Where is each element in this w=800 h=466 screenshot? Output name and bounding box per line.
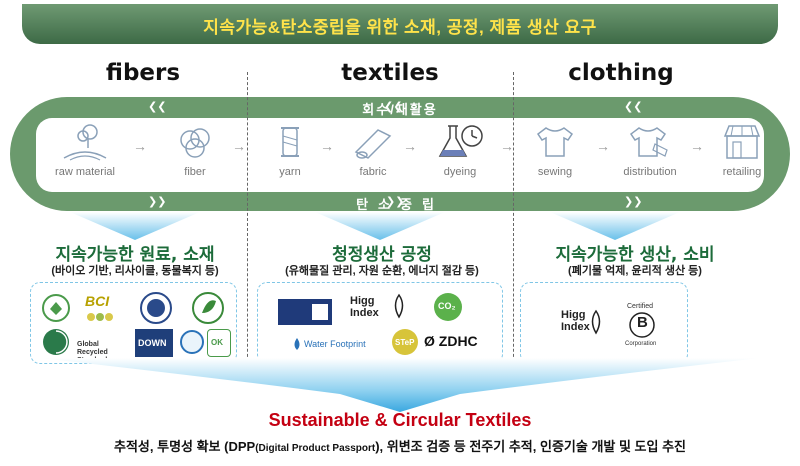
section-subtitle-materials: (바이오 기반, 리사이클, 동물복지 등) (51, 265, 219, 277)
column-separator (513, 72, 514, 382)
loop-bottom-label: 탄소중립 (356, 197, 444, 212)
bcorp-seal-icon (629, 312, 655, 338)
step-logo: STeP (395, 338, 415, 347)
column-heading-clothing: clothing (568, 60, 674, 86)
yarn-spool-icon (281, 127, 299, 157)
funnel-arrow-icon (550, 212, 680, 240)
leaf-seal-icon (192, 292, 224, 324)
step-label: fiber (184, 166, 206, 178)
water-footprint-logo: Water Footprint (304, 339, 366, 349)
higg-logo: Higg Index (561, 309, 590, 333)
bcorp-corporation-label: Corporation (625, 341, 657, 347)
step-yarn: yarn (245, 122, 335, 178)
section-subtitle-production: (폐기물 억제, 윤리적 생산 등) (568, 265, 702, 277)
logo-box-production: Higg Index Certified B Corporation (520, 282, 688, 364)
step-label: yarn (279, 166, 301, 178)
footer-title: Sustainable & Circular Textiles (268, 410, 532, 430)
cotton-icon (180, 128, 210, 158)
down-logo: DOWN (138, 338, 167, 348)
step-retailing: retailing (697, 122, 787, 178)
globe-seal-icon (43, 329, 69, 355)
funnel-arrow-icon (70, 212, 200, 240)
step-label: raw material (55, 166, 115, 178)
co2-badge-icon (434, 293, 462, 321)
header-banner: 지속가능&탄소중립을 위한 소재, 공정, 제품 생산 요구 (22, 4, 778, 44)
column-heading-textiles: textiles (341, 60, 439, 86)
flask-clock-icon (438, 125, 483, 157)
step-seal-icon (392, 329, 418, 355)
column-heading-fibers: fibers (105, 60, 181, 86)
convergence-arrow-icon (40, 358, 760, 412)
bcorp-certified-label: Certified (627, 303, 654, 310)
chevron-right-icon: ❯❯ (148, 196, 167, 208)
step-label: distribution (623, 166, 677, 178)
store-icon (723, 125, 761, 159)
footer-subtitle: 추적성, 투명성 확보 (DPP(Digital Product Passpor… (0, 436, 800, 455)
chevron-left-icon: ❮❮ (624, 101, 643, 113)
step-label: retailing (722, 166, 762, 178)
zdhc-logo-text: ZDHC (438, 333, 478, 349)
chevron-left-icon: ❮❮ (384, 101, 403, 113)
arrow-right-icon: → (690, 138, 704, 154)
footer-subtitle-part: 추적성, 투명성 확보 (DPP (114, 439, 256, 454)
section-title-process: 청정생산 공정 (332, 245, 432, 265)
step-fiber: fiber (150, 122, 240, 178)
rws-seal-icon (140, 292, 172, 324)
step-label: sewing (537, 166, 573, 178)
bci-logo: BCI (85, 293, 110, 309)
water-drop-icon (294, 338, 300, 350)
leaf-icon (394, 293, 404, 319)
arrow-right-icon: → (133, 138, 147, 154)
tagged-shirt-icon (629, 127, 668, 157)
footer-subtitle-small: (Digital Product Passport (255, 443, 376, 454)
step-raw-material: raw material (40, 122, 130, 178)
step-fabric: fabric (328, 122, 418, 178)
zdhc-logo: Ø ZDHC (424, 333, 478, 349)
step-dyeing: dyeing (415, 122, 505, 178)
footer-subtitle-part: ), 위변조 검증 등 전주기 추적, 인증기술 개발 및 도입 추진 (375, 439, 686, 454)
fabric-roll-icon (354, 129, 392, 159)
leaf-icon (591, 309, 601, 335)
down-logo-box: DOWN (135, 329, 173, 357)
step-sewing: sewing (510, 122, 600, 178)
funnel-arrow-icon (315, 212, 445, 240)
arrow-right-icon: → (403, 138, 417, 154)
section-subtitle-process: (유해물질 관리, 자원 순환, 에너지 절감 등) (285, 265, 479, 277)
higg-logo: Higg Index (350, 295, 379, 319)
field-tree-icon (63, 124, 107, 161)
section-title-materials: 지속가능한 원료, 소재 (55, 245, 215, 265)
arrow-right-icon: → (500, 138, 514, 154)
bcorp-logo: B (637, 314, 648, 331)
column-separator (247, 72, 248, 382)
step-label: dyeing (443, 166, 477, 178)
section-title-production: 지속가능한 생산, 소비 (555, 245, 715, 265)
chevron-left-icon: ❮❮ (148, 101, 167, 113)
step-label: fabric (359, 166, 387, 178)
logo-box-materials: BCI Global Recycled Standard DOWN OK (30, 282, 237, 364)
cotton-boll-icon (87, 313, 113, 321)
co2-logo: CO₂ (438, 301, 456, 311)
banner-title: 지속가능&탄소중립을 위한 소재, 공정, 제품 생산 요구 (203, 18, 597, 37)
arrow-right-icon: → (320, 138, 334, 154)
bluesign-logo (278, 299, 332, 325)
arrow-right-icon: → (596, 138, 610, 154)
arrow-right-icon: → (232, 138, 246, 154)
chevron-right-icon: ❯❯ (624, 196, 643, 208)
oeko-tex-icon (180, 330, 204, 354)
chevron-right-icon: ❯❯ (386, 196, 405, 208)
certification-seal-icon (42, 294, 70, 322)
step-distribution: distribution (605, 122, 695, 178)
ok-seal: OK (211, 338, 223, 347)
tshirt-icon (536, 127, 574, 157)
ok-seal-box: OK (207, 329, 231, 357)
logo-box-process: Higg Index CO₂ Water Footprint STeP Ø ZD… (257, 282, 503, 364)
loop-top-label: 회수/재활용 (362, 102, 438, 117)
